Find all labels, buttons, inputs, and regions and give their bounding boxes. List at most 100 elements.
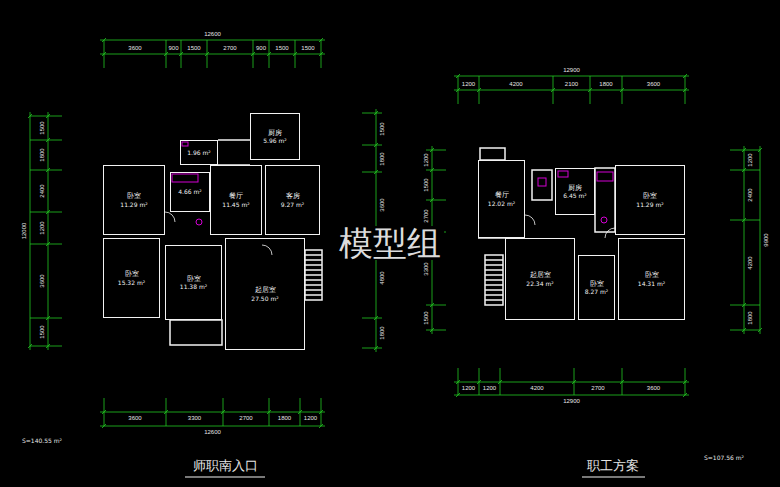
extension-line <box>30 116 62 117</box>
dimension-tick <box>205 52 209 56</box>
extension-line <box>30 140 62 141</box>
dimension-value: 900 <box>256 45 266 51</box>
stair-tread <box>305 269 322 271</box>
toilet-symbol <box>196 219 202 225</box>
room-area: 8.27 m² <box>585 288 609 295</box>
dimension-tick <box>46 114 50 118</box>
dimension-tick <box>102 52 106 56</box>
room-area: 11.38 m² <box>180 283 207 290</box>
door-swing <box>605 228 615 238</box>
room-area: 4.66 m² <box>178 188 202 195</box>
room-area: 1.96 m² <box>187 149 211 156</box>
room-name: 卧室 <box>127 192 141 200</box>
wall-outline <box>305 250 322 300</box>
dimension-line <box>100 40 325 41</box>
dimension-tick <box>179 52 183 56</box>
extension-line <box>362 348 382 349</box>
dimension-line <box>760 146 761 334</box>
room-outline: 4.66 m² <box>170 172 210 212</box>
room-name: 餐厅 <box>229 192 243 200</box>
stair-tread <box>305 294 322 296</box>
dimension-tick <box>477 88 481 92</box>
dimension-value: 1500 <box>275 45 288 51</box>
dimension-tick <box>742 148 746 152</box>
extension-line <box>426 150 446 151</box>
dimension-value: 3600 <box>647 385 660 391</box>
dimension-tick <box>456 393 460 397</box>
dimension-tick <box>28 114 32 118</box>
dimension-tick <box>46 316 50 320</box>
stair-tread <box>485 299 503 301</box>
sanitary-fixture <box>597 172 613 181</box>
dimension-tick <box>46 138 50 142</box>
room-name: 厨房 <box>268 129 282 137</box>
wall-outline <box>480 148 505 160</box>
dimension-value: 3600 <box>647 81 660 87</box>
extension-line <box>730 170 760 171</box>
extension-line <box>30 318 62 319</box>
dimension-tick <box>374 170 378 174</box>
dimension-tick <box>742 328 746 332</box>
dimension-value: 1800 <box>379 152 385 165</box>
extension-line <box>426 200 446 201</box>
dimension-tick <box>374 316 378 320</box>
dimension-tick <box>374 143 378 147</box>
extension-line <box>362 172 382 173</box>
dimension-line <box>100 54 325 55</box>
extension-line <box>426 330 446 331</box>
dimension-value: 1500 <box>187 45 200 51</box>
dimension-value: 12600 <box>204 31 221 37</box>
dimension-value: 3300 <box>188 415 201 421</box>
dimension-value: 1500 <box>423 311 429 324</box>
stair-tread <box>305 259 322 261</box>
wall-line <box>218 139 250 141</box>
dimension-tick <box>683 88 687 92</box>
room-area: 11.29 m² <box>636 201 663 208</box>
room-area: 11.29 m² <box>120 201 147 208</box>
dimension-value: 12900 <box>563 398 580 404</box>
dimension-value: 1500 <box>379 122 385 135</box>
dimension-value: 3300 <box>423 262 429 275</box>
dimension-tick <box>430 148 434 152</box>
room-name: 餐厅 <box>495 191 509 199</box>
stair-tread <box>305 264 322 266</box>
room-outline: 厨房5.96 m² <box>250 113 300 160</box>
dimension-tick <box>742 218 746 222</box>
extension-line <box>730 150 760 151</box>
extension-line <box>362 113 382 114</box>
dimension-tick <box>572 380 576 384</box>
dimension-value: 1500 <box>39 121 45 134</box>
watermark: 模型组 <box>336 226 444 260</box>
stair-tread <box>485 274 503 276</box>
dimension-tick <box>683 74 687 78</box>
dimension-value: 4200 <box>530 385 543 391</box>
stair-tread <box>485 279 503 281</box>
room-area: 9.27 m² <box>281 201 305 208</box>
dimension-tick <box>102 38 106 42</box>
room-area: 27.50 m² <box>251 295 278 302</box>
wall-outline <box>170 320 222 345</box>
sanitary-fixture <box>538 178 546 186</box>
extension-line <box>30 212 62 213</box>
extension-line <box>426 305 446 306</box>
dimension-tick <box>430 328 434 332</box>
room-area: 5.96 m² <box>263 137 287 144</box>
dimension-line <box>454 76 689 77</box>
sanitary-fixture <box>172 174 198 182</box>
dimension-value: 3600 <box>128 45 141 51</box>
room-outline: 卧室8.27 m² <box>578 255 615 320</box>
dimension-tick <box>620 88 624 92</box>
room-name: 起居室 <box>530 271 551 279</box>
dimension-value: 4800 <box>379 271 385 284</box>
door-swing <box>165 212 175 222</box>
dimension-tick <box>430 168 434 172</box>
dimension-tick <box>456 74 460 78</box>
dimension-line <box>100 412 325 413</box>
dimension-tick <box>742 168 746 172</box>
room-name: 起居室 <box>255 286 276 294</box>
dimension-value: 2700 <box>223 45 236 51</box>
dimension-tick <box>164 410 168 414</box>
room-name: 卧室 <box>125 270 139 278</box>
dimension-line <box>454 382 689 383</box>
dimension-value: 1500 <box>423 178 429 191</box>
